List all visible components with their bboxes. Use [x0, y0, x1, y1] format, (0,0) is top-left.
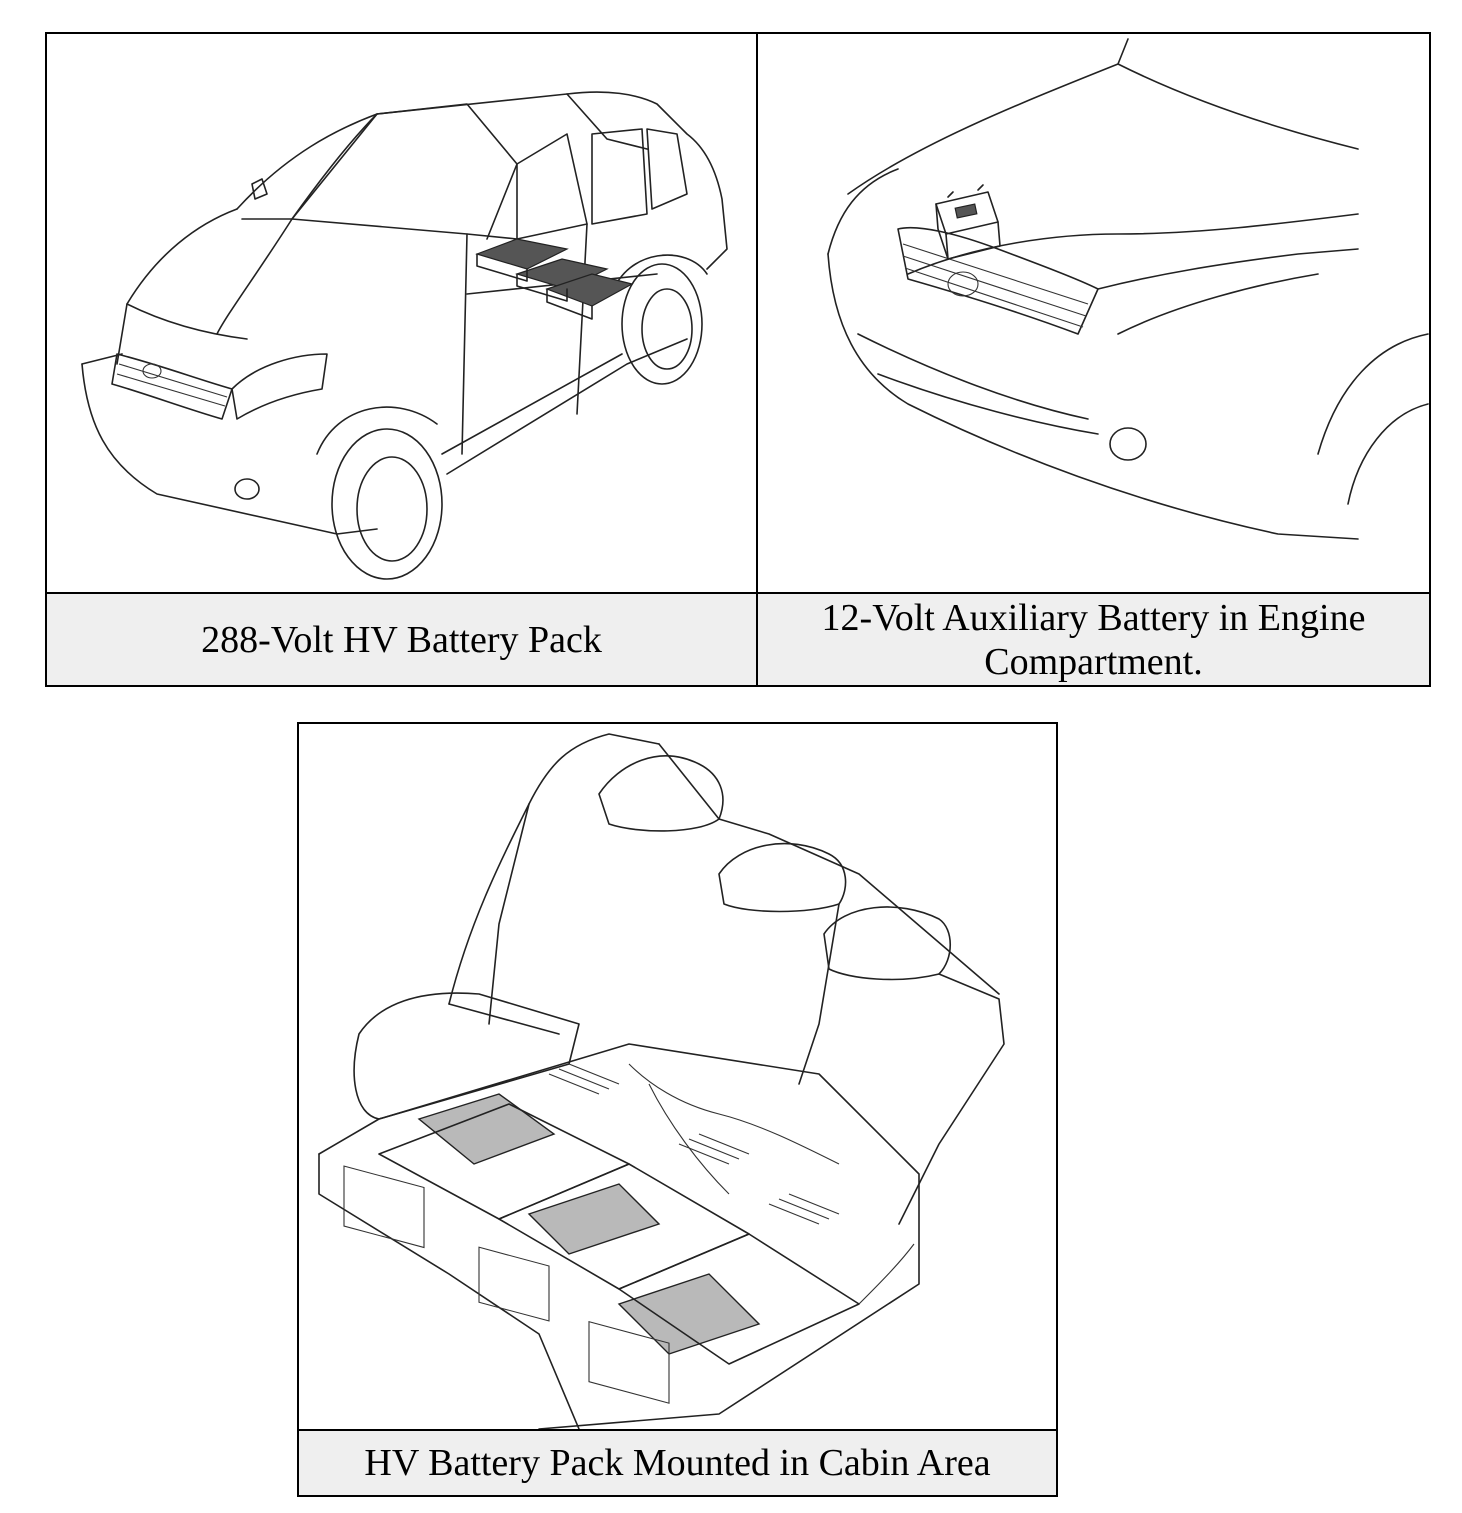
- hv-battery-pack-illustration: [47, 34, 758, 594]
- hv-battery-modules-icon: [475, 238, 634, 320]
- cabin-battery-caption: HV Battery Pack Mounted in Cabin Area: [299, 1429, 1056, 1495]
- cabin-battery-illustration: [299, 724, 1056, 1429]
- hv-battery-pack-caption: 288-Volt HV Battery Pack: [47, 594, 758, 685]
- rear-seat-battery-line-drawing: [318, 733, 1005, 1429]
- suv-line-drawing: [81, 91, 728, 580]
- aux-battery-caption: 12-Volt Auxiliary Battery in Engine Comp…: [821, 596, 1366, 683]
- cabin-battery-figure: HV Battery Pack Mounted in Cabin Area: [297, 722, 1058, 1497]
- suv-front-line-drawing: [827, 38, 1429, 540]
- vent-grid-icon: [343, 1165, 670, 1404]
- aux-battery-illustration: [758, 34, 1429, 594]
- figure-table-top: 288-Volt HV Battery Pack 12-Volt Auxilia…: [45, 32, 1431, 687]
- aux-battery-icon: [935, 184, 1001, 260]
- caption-row: 288-Volt HV Battery Pack 12-Volt Auxilia…: [47, 592, 1429, 685]
